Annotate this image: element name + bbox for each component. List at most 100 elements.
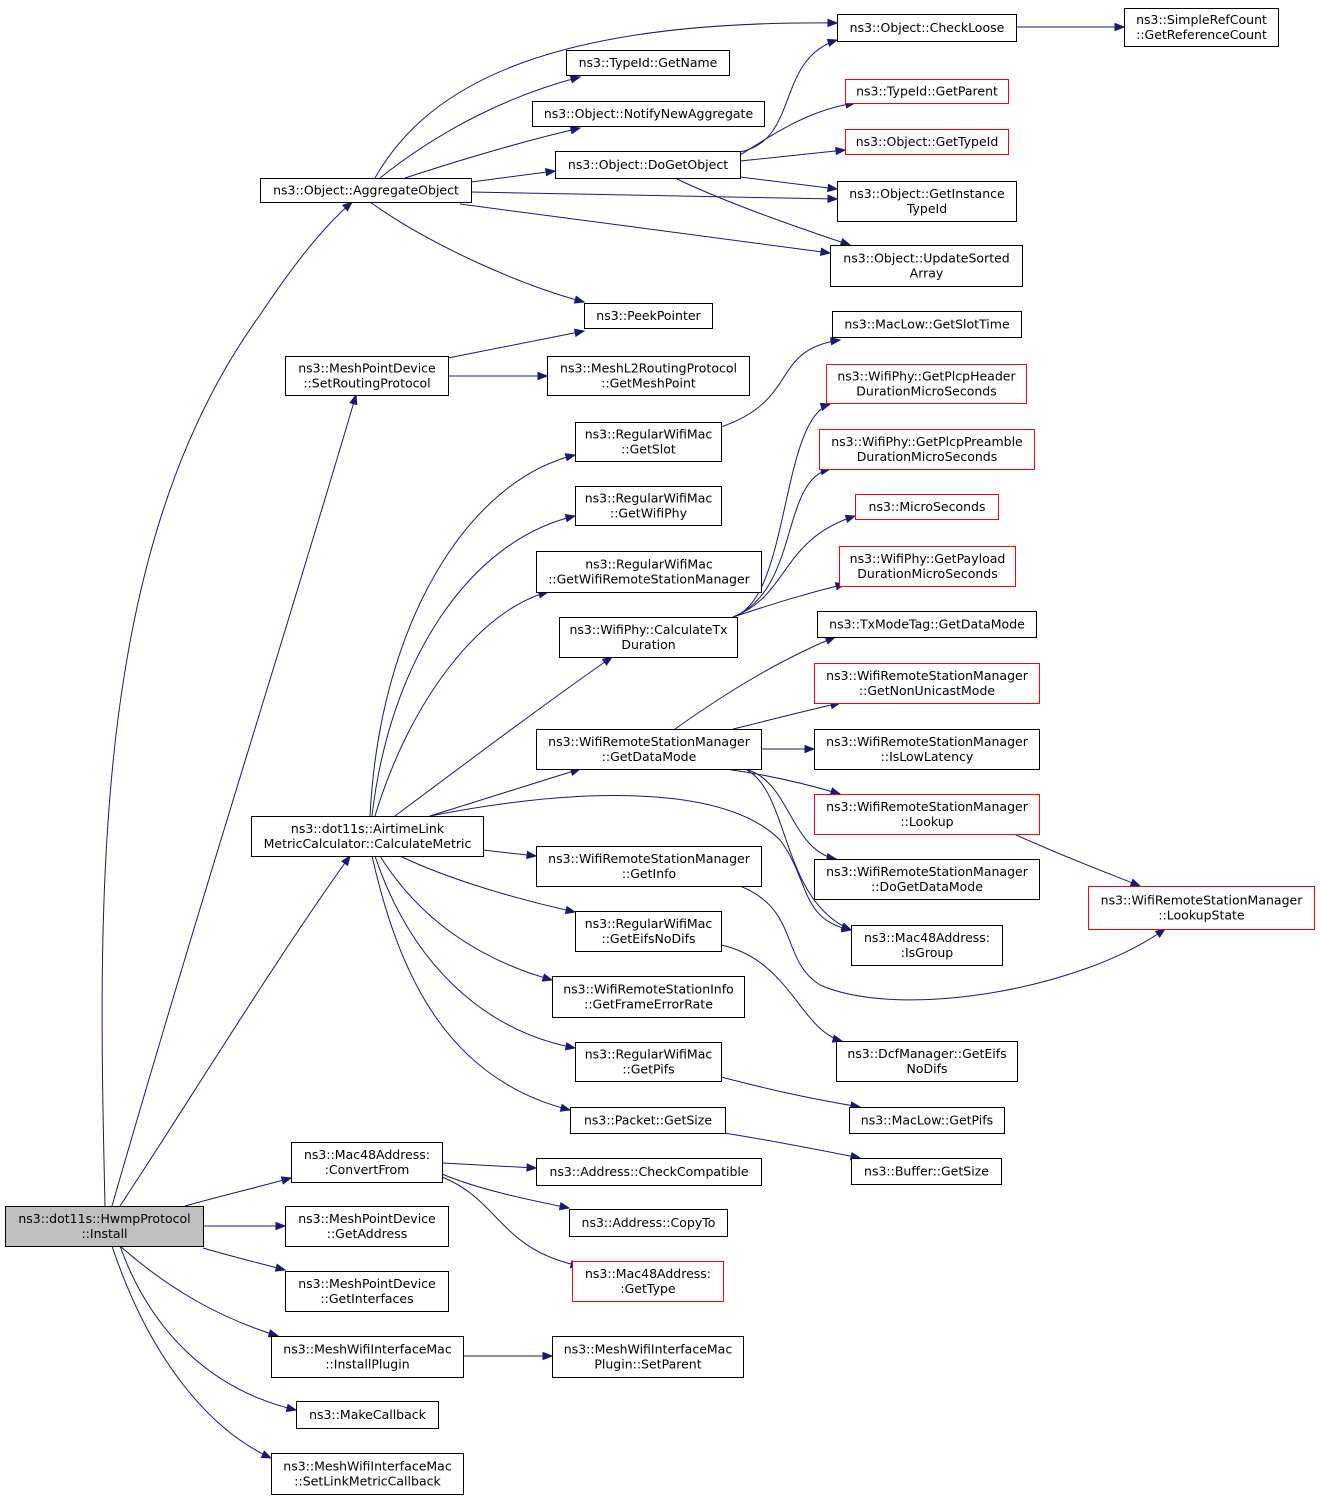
- function-node-label: ns3::WifiRemoteStationManager: [826, 864, 1029, 879]
- function-node-getrefcount[interactable]: ns3::SimpleRefCount::GetReferenceCount: [1124, 8, 1279, 47]
- function-node-label: ns3::Object::UpdateSorted: [843, 251, 1009, 266]
- call-edge: [379, 75, 582, 179]
- function-node-label: ns3::WifiPhy::CalculateTx: [569, 622, 727, 637]
- function-node-getpifs[interactable]: ns3::RegularWifiMac::GetPifs: [575, 1042, 722, 1082]
- function-node-getdatamode[interactable]: ns3::WifiRemoteStationManager::GetDataMo…: [536, 729, 762, 770]
- function-node-dogetdatamode[interactable]: ns3::WifiRemoteStationManager::DoGetData…: [814, 859, 1040, 900]
- function-node-buffergetsize[interactable]: ns3::Buffer::GetSize: [851, 1158, 1002, 1185]
- function-node-peekpointer[interactable]: ns3::PeekPointer: [584, 303, 713, 329]
- function-node-typeid-getparent[interactable]: ns3::TypeId::GetParent: [845, 79, 1009, 104]
- function-node-plcpheader[interactable]: ns3::WifiPhy::GetPlcpHeaderDurationMicro…: [826, 364, 1027, 404]
- function-node-txmodetag[interactable]: ns3::TxModeTag::GetDataMode: [817, 611, 1037, 638]
- function-node-label: ::GetReferenceCount: [1136, 27, 1267, 42]
- function-node-dogetobject[interactable]: ns3::Object::DoGetObject: [555, 151, 741, 179]
- function-node-label: ::GetWifiRemoteStationManager: [548, 572, 750, 587]
- function-node-lookup[interactable]: ns3::WifiRemoteStationManager::Lookup: [814, 794, 1040, 835]
- function-node-geteifsnodifs[interactable]: ns3::RegularWifiMac::GetEifsNoDifs: [575, 911, 722, 952]
- function-node-label: ns3::MeshWifiInterfaceMac: [564, 1342, 733, 1357]
- function-node-copyto[interactable]: ns3::Address::CopyTo: [569, 1209, 728, 1237]
- function-node-microseconds[interactable]: ns3::MicroSeconds: [855, 494, 999, 520]
- function-node-label: ns3::MacLow::GetSlotTime: [844, 317, 1010, 332]
- function-node-getslot[interactable]: ns3::RegularWifiMac::GetSlot: [575, 422, 722, 462]
- call-edge: [111, 393, 358, 1207]
- function-node-label: ::InstallPlugin: [325, 1357, 409, 1372]
- function-node-getframeerror[interactable]: ns3::WifiRemoteStationInfo::GetFrameErro…: [552, 976, 745, 1018]
- function-node-label: ns3::DcfManager::GetEifs: [847, 1046, 1006, 1061]
- call-edge: [429, 795, 853, 933]
- call-edge: [720, 337, 842, 428]
- call-edge: [369, 453, 577, 817]
- function-node-plcppreamble[interactable]: ns3::WifiPhy::GetPlcpPreambleDurationMic…: [819, 429, 1035, 470]
- function-node-setrouting[interactable]: ns3::MeshPointDevice::SetRoutingProtocol: [285, 356, 449, 396]
- function-node-label: ns3::Buffer::GetSize: [864, 1164, 989, 1179]
- function-node-packetgetsize[interactable]: ns3::Packet::GetSize: [570, 1107, 726, 1134]
- call-edge: [482, 849, 538, 860]
- function-node-getnonunicast[interactable]: ns3::WifiRemoteStationManager::GetNonUni…: [814, 663, 1040, 704]
- function-node-label: ns3::MeshL2RoutingProtocol: [560, 361, 737, 376]
- function-node-label: ::SetRoutingProtocol: [303, 376, 430, 391]
- function-node-islowlatency[interactable]: ns3::WifiRemoteStationManager::IsLowLate…: [814, 729, 1040, 770]
- function-node-getinterfaces[interactable]: ns3::MeshPointDevice::GetInterfaces: [285, 1271, 449, 1312]
- function-node-getslottime[interactable]: ns3::MacLow::GetSlotTime: [832, 311, 1022, 338]
- function-node-root[interactable]: ns3::dot11s::HwmpProtocol::Install: [5, 1206, 204, 1247]
- function-node-typeid-getname[interactable]: ns3::TypeId::GetName: [566, 50, 730, 76]
- function-node-label: ::GetMeshPoint: [601, 376, 696, 391]
- call-edge: [732, 466, 832, 618]
- function-node-label: ns3::RegularWifiMac: [585, 1047, 713, 1062]
- function-node-label: ns3::dot11s::AirtimeLink: [291, 821, 445, 836]
- function-node-label: ns3::WifiRemoteStationManager: [826, 668, 1029, 683]
- function-node-label: ns3::Mac48Address:: [585, 1266, 711, 1281]
- function-node-pluginsetparent[interactable]: ns3::MeshWifiInterfaceMacPlugin::SetPare…: [552, 1336, 744, 1378]
- call-nodes: ns3::dot11s::HwmpProtocol::Install ns3::O…: [5, 8, 1315, 1495]
- function-node-getwrsm[interactable]: ns3::RegularWifiMac::GetWifiRemoteStatio…: [536, 551, 762, 593]
- call-edge: [732, 514, 857, 618]
- function-node-notifynewagg[interactable]: ns3::Object::NotifyNewAggregate: [532, 101, 765, 127]
- function-node-label: ns3::WifiPhy::GetPlcpHeader: [837, 369, 1016, 384]
- function-node-label: ns3::WifiRemoteStationManager: [548, 851, 751, 866]
- function-node-getinfo[interactable]: ns3::WifiRemoteStationManager::GetInfo: [536, 846, 762, 887]
- function-node-makecallback[interactable]: ns3::MakeCallback: [296, 1401, 439, 1429]
- function-node-label: ns3::WifiRemoteStationManager: [826, 734, 1029, 749]
- function-node-lookupstate[interactable]: ns3::WifiRemoteStationManager::LookupSta…: [1088, 886, 1315, 930]
- function-node-getaddress[interactable]: ns3::MeshPointDevice::GetAddress: [285, 1206, 449, 1247]
- function-node-label: ns3::PeekPointer: [596, 308, 701, 323]
- function-node-setlinkmetric[interactable]: ns3::MeshWifiInterfaceMac::SetLinkMetric…: [271, 1453, 464, 1495]
- function-node-label: ns3::Address::CheckCompatible: [549, 1164, 748, 1179]
- function-node-getmeshpoint[interactable]: ns3::MeshL2RoutingProtocol::GetMeshPoint: [547, 356, 750, 396]
- function-node-label: ns3::Mac48Address:: [864, 930, 990, 945]
- function-node-label: ns3::WifiPhy::GetPlcpPreamble: [831, 434, 1023, 449]
- function-node-convertfrom[interactable]: ns3::Mac48Address::ConvertFrom: [291, 1142, 443, 1183]
- function-node-label: ::GetInfo: [622, 866, 676, 881]
- function-node-aggregate[interactable]: ns3::Object::AggregateObject: [260, 178, 472, 203]
- function-node-label: ::GetPifs: [622, 1062, 674, 1077]
- function-node-maclowgetpifs[interactable]: ns3::MacLow::GetPifs: [849, 1107, 1005, 1134]
- function-node-label: ns3::Object::CheckLoose: [850, 20, 1005, 35]
- call-edge: [374, 18, 839, 179]
- function-node-calcmetric[interactable]: ns3::dot11s::AirtimeLinkMetricCalculator…: [251, 816, 484, 857]
- function-node-label: ns3::MeshWifiInterfaceMac: [283, 1459, 452, 1474]
- call-edge: [404, 125, 582, 179]
- function-node-getwifiphy[interactable]: ns3::RegularWifiMac::GetWifiPhy: [575, 486, 722, 526]
- function-node-label: Plugin::SetParent: [594, 1357, 701, 1372]
- call-edge: [184, 1176, 293, 1207]
- function-node-label: ns3::Address::CopyTo: [582, 1215, 716, 1230]
- function-node-installplugin[interactable]: ns3::MeshWifiInterfaceMac::InstallPlugin: [271, 1336, 464, 1378]
- function-node-label: ns3::Mac48Address:: [304, 1147, 430, 1162]
- function-node-payloadduration[interactable]: ns3::WifiPhy::GetPayloadDurationMicroSec…: [839, 546, 1016, 587]
- function-node-label: ::GetSlot: [621, 442, 676, 457]
- function-node-mac48gettype[interactable]: ns3::Mac48Address::GetType: [572, 1261, 724, 1302]
- function-node-object-gettypeid[interactable]: ns3::Object::GetTypeId: [845, 129, 1009, 155]
- function-node-label: ns3::RegularWifiMac: [585, 427, 713, 442]
- function-node-checkcompat[interactable]: ns3::Address::CheckCompatible: [536, 1158, 762, 1186]
- function-node-dcfgeteifs[interactable]: ns3::DcfManager::GetEifsNoDifs: [836, 1041, 1018, 1082]
- call-edge: [202, 1247, 287, 1272]
- function-node-isgroup[interactable]: ns3::Mac48Address::IsGroup: [851, 925, 1003, 966]
- call-edge: [441, 1173, 571, 1211]
- function-node-label: DurationMicroSeconds: [857, 566, 997, 581]
- function-node-label: ns3::TypeId::GetName: [579, 55, 718, 70]
- call-edge: [674, 177, 852, 247]
- function-node-checkloose[interactable]: ns3::Object::CheckLoose: [837, 14, 1017, 42]
